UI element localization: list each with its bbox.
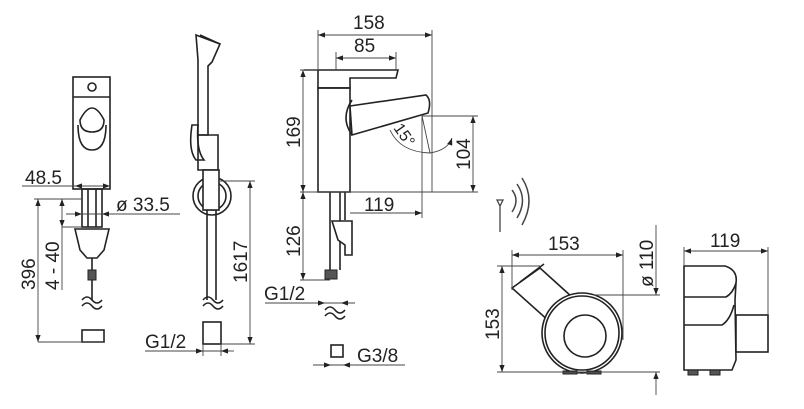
dim-height-169: 169 — [284, 116, 305, 148]
hand-shower — [189, 33, 232, 345]
wireless-signal-icon — [511, 177, 530, 226]
dim-thickness-range: 4 - 40 — [43, 241, 64, 290]
dim-height-153: 153 — [483, 308, 504, 340]
dim-angle-15: 15° — [390, 121, 418, 151]
dim-depth-119: 119 — [710, 231, 740, 252]
front-view-faucet — [72, 76, 111, 343]
control-box-front-dimensions — [497, 225, 660, 395]
antenna-icon — [495, 199, 505, 232]
dim-connection-g1-2: G1/2 — [145, 332, 186, 353]
control-box-front — [510, 263, 623, 375]
dim-depth-158: 158 — [353, 13, 385, 34]
side-view-faucet — [304, 69, 431, 358]
dim-inlet-g1-2: G1/2 — [264, 284, 305, 305]
dim-hose-length-1617: 1617 — [231, 241, 252, 283]
control-box-side — [683, 265, 769, 376]
dim-reach-119: 119 — [364, 195, 394, 216]
front-view-dimensions — [22, 183, 180, 343]
control-box-side-dimensions — [683, 247, 769, 315]
dim-diameter-33-5: ø 33.5 — [116, 195, 170, 216]
dim-spout-height-104: 104 — [454, 138, 475, 170]
hand-shower-dimensions — [145, 180, 255, 356]
dim-shank-126: 126 — [284, 225, 305, 257]
dim-width-153: 153 — [548, 234, 580, 255]
dim-diameter-110: ø 110 — [637, 240, 658, 287]
dim-lever-85: 85 — [354, 36, 375, 57]
dim-width-48-5: 48.5 — [25, 168, 62, 189]
dim-height-396: 396 — [19, 258, 40, 290]
side-view-dimensions — [265, 30, 478, 368]
dim-outlet-g3-8: G3/8 — [357, 346, 398, 367]
